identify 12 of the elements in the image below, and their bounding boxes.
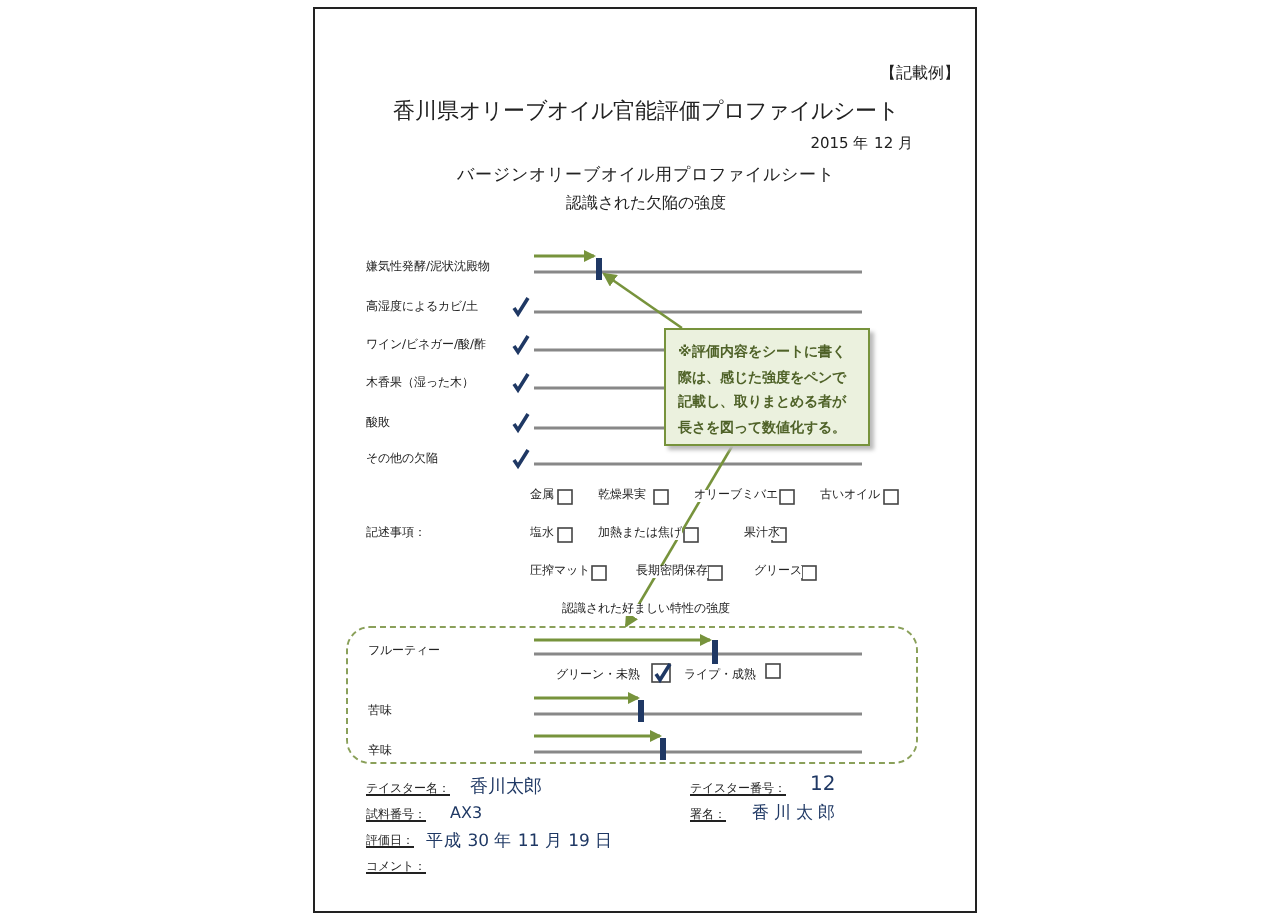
dashed-panel [346,626,918,764]
leader-arrow [602,272,683,330]
leader-arrow [624,445,734,628]
subtitle: バージンオリーブオイル用プロファイルシート [457,167,835,185]
field-value: 12 [810,776,836,796]
field-value: AX3 [450,806,483,822]
section-heading: 認識された欠陥の強度 [566,196,726,212]
intensity-mark [596,258,602,280]
signature-text: 香川太郎 [752,805,840,823]
sample-note: 【記載例】 [880,66,960,82]
sheet-title: 香川県オリーブオイル官能評価プロファイルシート [393,99,899,121]
field-value: 平成 30 年 11 月 19 日 [426,833,614,851]
